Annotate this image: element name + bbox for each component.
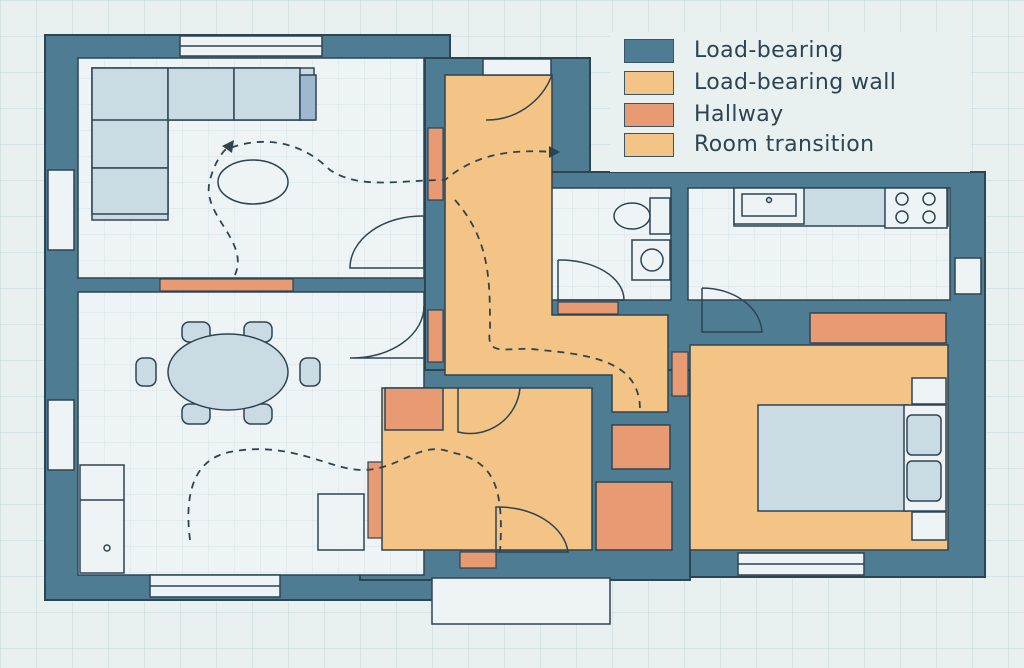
coffee-table bbox=[217, 159, 289, 205]
legend: Load-bearing Load-bearing wall Hallway R… bbox=[610, 32, 970, 172]
windows bbox=[47, 35, 982, 625]
doors bbox=[349, 74, 763, 553]
legend-swatch bbox=[624, 38, 674, 63]
legend-item-hallway: Hallway bbox=[624, 102, 784, 127]
accent-block bbox=[159, 278, 294, 292]
circulation-path bbox=[187, 140, 641, 553]
legend-swatch bbox=[624, 132, 674, 157]
bathroom-fixtures bbox=[613, 197, 671, 281]
accent-block bbox=[557, 301, 619, 315]
accent-block bbox=[671, 351, 689, 397]
dining-set bbox=[135, 321, 321, 425]
accent-block bbox=[459, 551, 497, 569]
accent-block bbox=[809, 312, 947, 344]
accent-block bbox=[595, 481, 673, 551]
legend-label: Hallway bbox=[694, 102, 784, 127]
accent-block bbox=[384, 387, 444, 431]
accent-block bbox=[427, 309, 444, 363]
bed bbox=[757, 377, 947, 541]
counter bbox=[79, 464, 365, 574]
kitchen-fixtures bbox=[733, 187, 949, 229]
legend-item-room-transition: Room transition bbox=[624, 132, 874, 157]
legend-swatch bbox=[624, 102, 674, 127]
legend-label: Load-bearing bbox=[694, 38, 844, 63]
accent-block bbox=[427, 127, 444, 201]
legend-label: Load-bearing wall bbox=[694, 70, 897, 95]
legend-item-load-bearing: Load-bearing bbox=[624, 38, 844, 63]
accent-block bbox=[611, 424, 671, 470]
legend-swatch bbox=[624, 70, 674, 95]
legend-item-load-bearing-wall: Load-bearing wall bbox=[624, 70, 896, 95]
accent-block bbox=[367, 461, 383, 539]
legend-label: Room transition bbox=[694, 132, 875, 157]
sofa bbox=[91, 67, 317, 221]
path-arrows bbox=[222, 140, 560, 158]
